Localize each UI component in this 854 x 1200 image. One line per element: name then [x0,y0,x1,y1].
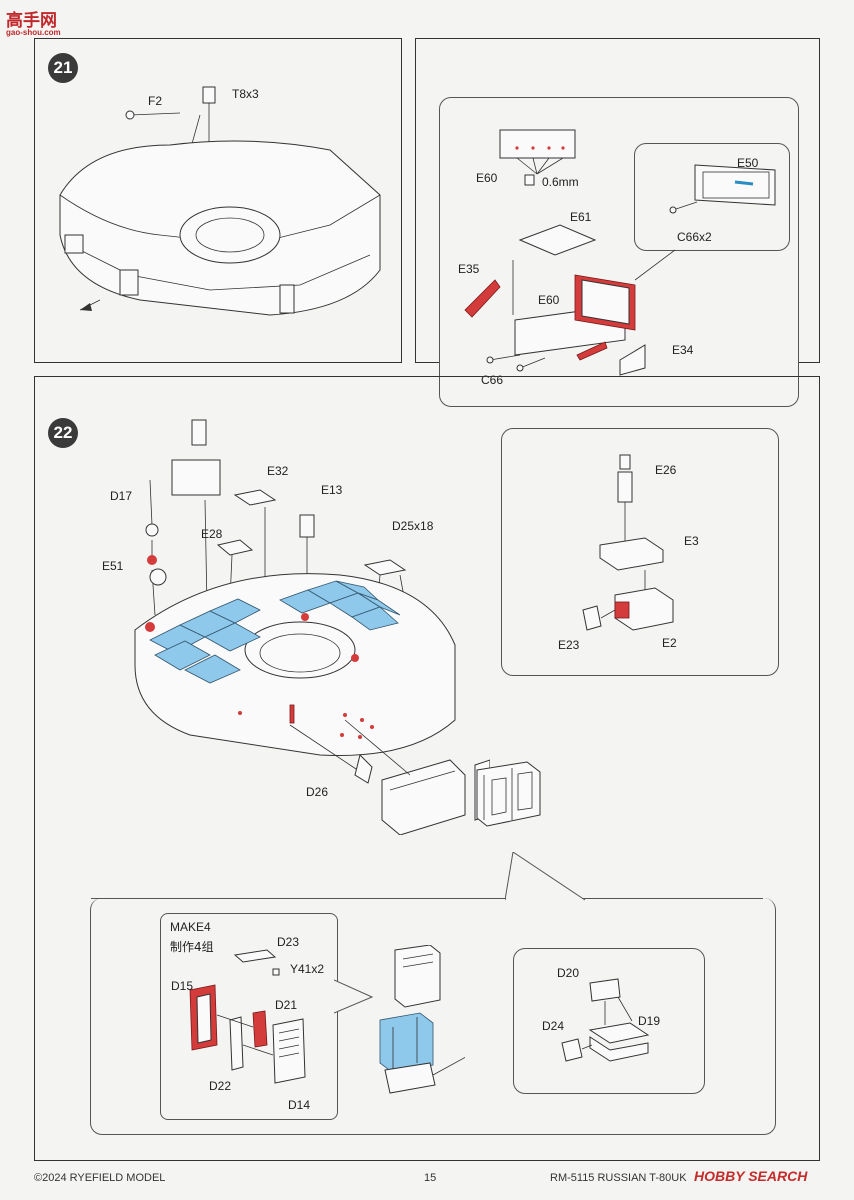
step-21-badge: 21 [48,53,78,83]
label-e3: E3 [684,534,699,548]
label-e26: E26 [655,463,677,477]
label-make4-cn: 制作4组 [170,940,214,954]
label-d19: D19 [638,1014,661,1028]
footer-page-number: 15 [424,1172,437,1184]
label-d24: D24 [542,1019,565,1033]
label-d22: D22 [209,1079,232,1093]
label-y41x2: Y41x2 [290,962,325,976]
step-22-panel [34,376,820,1161]
hobby-search-logo: HOBBY SEARCH [694,1168,808,1184]
step-21-panel [34,38,402,363]
e2-assembly-illustration [582,454,674,631]
label-e51: E51 [102,559,124,573]
turret-top-illustration [134,419,490,835]
label-e13: E13 [321,483,343,497]
label-e35: E35 [458,262,480,276]
label-e60-top: E60 [476,171,498,185]
label-d17: D17 [110,489,133,503]
label-c66x2: C66x2 [677,230,712,244]
part-f2 [125,110,135,120]
label-t8x3: T8x3 [232,87,259,101]
label-d21: D21 [275,998,298,1012]
label-d26: D26 [306,785,329,799]
label-d15: D15 [171,979,194,993]
footer-product: RM-5115 RUSSIAN T-80UK [550,1172,687,1184]
watermark-logo: 高手网 [6,11,57,31]
label-e61: E61 [570,210,592,224]
detail-box-d20 [513,948,705,1094]
label-e50: E50 [737,156,759,170]
make4-parts-illustration [189,949,306,1084]
make4-box [160,913,338,1120]
label-d25x18: D25x18 [392,519,434,533]
label-e34: E34 [672,343,694,357]
label-e23: E23 [558,638,580,652]
label-f2: F2 [148,94,163,108]
make4-pointer [334,979,374,1014]
stacked-boxes-illustration [379,945,465,1094]
label-e60-mid: E60 [538,293,560,307]
watermark-url: gao-shou.com [6,28,61,37]
callout-box-storage [90,898,776,1135]
footer-copyright: ©2024 RYEFIELD MODEL [34,1172,166,1184]
label-d20: D20 [557,966,580,980]
e60-assembly-illustration [464,129,776,376]
turret-basket-illustration [59,86,381,316]
part-t8 [202,86,216,104]
step-22-badge: 22 [48,418,78,448]
label-e2: E2 [662,636,677,650]
label-d14: D14 [288,1098,311,1112]
d20-assembly-illustration [561,978,650,1062]
label-e32: E32 [267,464,289,478]
callout-pointer [505,852,586,901]
label-make4-en: MAKE4 [170,920,211,934]
label-d23: D23 [277,935,300,949]
storage-box-illustration [476,761,541,827]
detail-box-e2-assembly [501,428,779,676]
label-e28: E28 [201,527,223,541]
label-drill-size: 0.6mm [542,175,579,189]
